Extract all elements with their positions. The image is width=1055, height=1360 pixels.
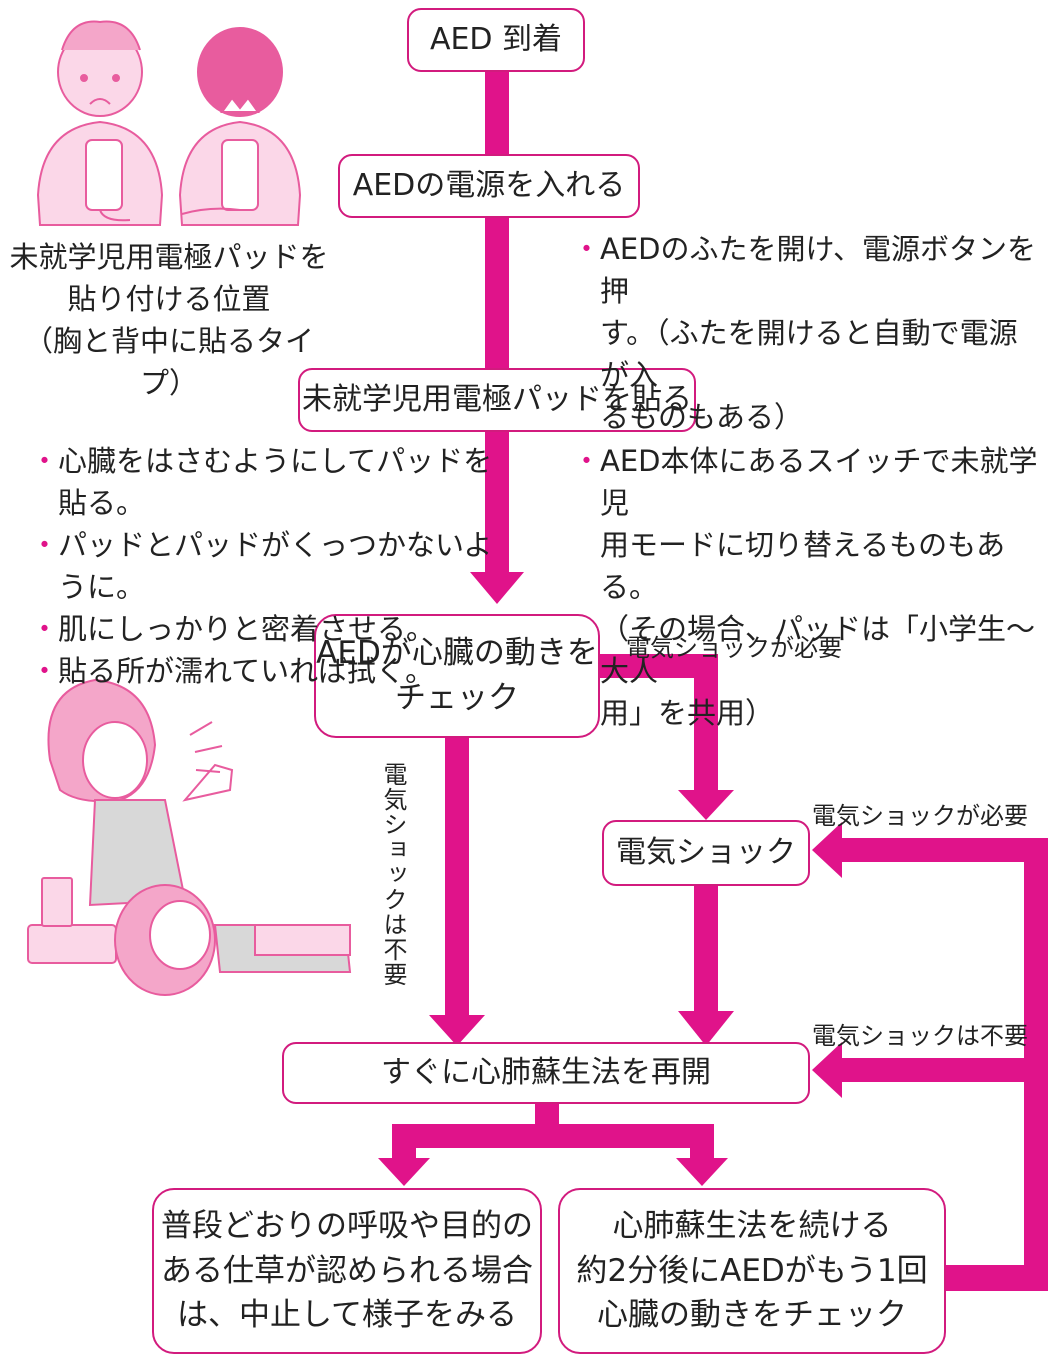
power-note-line-1: AEDのふたを開け、電源ボタンを押 — [572, 228, 1046, 312]
rescuer-with-aed-illustration — [27, 678, 352, 996]
split-right-shaft — [690, 1124, 714, 1162]
child-front-illustration — [36, 20, 164, 226]
pad-tip-item: 貼る所が濡れていれば拭く。 — [30, 650, 504, 692]
switch-note-line-4: 用」を共用） — [600, 696, 775, 731]
switch-note-line-2: 用モードに切り替えるものもある。 — [600, 528, 1006, 605]
front-pad-icon — [85, 139, 123, 211]
pad-tip-item: 心臓をはさむようにしてパッドを貼る。 — [30, 440, 504, 524]
loop-to-resume-bar — [838, 1058, 1048, 1082]
resume-cpr-box: すぐに心肺蘇生法を再開 — [282, 1042, 810, 1104]
split-left-shaft — [392, 1124, 416, 1162]
no-shock-arrow-head — [429, 1015, 485, 1046]
switch-note-line-1: AED本体にあるスイッチで未就学児 — [572, 440, 1046, 524]
split-left-head — [378, 1158, 430, 1186]
child-back-illustration — [178, 27, 302, 226]
shock-to-resume-arrow-shaft — [694, 885, 718, 1015]
switch-note-line-3: （その場合、パッドは「小学生～大人 — [600, 612, 1036, 689]
switch-note: AED本体にあるスイッチで未就学児 用モードに切り替えるものもある。 （その場合… — [572, 440, 1046, 734]
shock-needed-loop-label: 電気ショックが必要 — [812, 802, 1028, 830]
pad-position-caption: 未就学児用電極パッドを 貼り付ける位置 （胸と背中に貼るタイプ） — [9, 240, 329, 401]
loop-to-shock-bar — [838, 838, 1048, 862]
power-note-line-2: す。（ふたを開けると自動で電源が入 — [600, 316, 1018, 393]
split-bar — [392, 1124, 714, 1148]
pad-tips-list: 心臓をはさむようにしてパッドを貼る。 パッドとパッドがくっつかないように。 肌に… — [30, 440, 504, 692]
power-on-box: AEDの電源を入れる — [338, 154, 640, 218]
pad-tip-item: 肌にしっかりと密着させる。 — [30, 608, 504, 650]
attach-pad-box: 未就学児用電極パッドを貼る — [298, 368, 696, 432]
continue-cpr-box: 心肺蘇生法を続ける 約2分後にAEDがもう1回 心臓の動きをチェック — [558, 1188, 946, 1354]
shock-box: 電気ショック — [602, 820, 810, 886]
loop-to-resume-head — [812, 1042, 842, 1098]
power-note-line-3: るものもある） — [600, 400, 804, 435]
aed-arrive-box: AED 到着 — [407, 8, 585, 72]
back-pad-icon — [221, 139, 259, 211]
stop-observe-box: 普段どおりの呼吸や目的の ある仕草が認められる場合 は、中止して様子をみる — [152, 1188, 542, 1354]
no-shock-arrow-shaft — [445, 735, 469, 1020]
shock-needed-arrow-vertical — [694, 654, 718, 794]
split-right-head — [676, 1158, 728, 1186]
shock-needed-arrow-head — [678, 790, 734, 820]
flow-arrows — [378, 70, 1048, 1291]
shock-needed-label: 電気ショックが必要 — [626, 634, 842, 662]
power-note: AEDのふたを開け、電源ボタンを押 す。（ふたを開けると自動で電源が入 るものも… — [572, 228, 1046, 438]
pad-tip-item: パッドとパッドがくっつかないように。 — [30, 524, 504, 608]
shock-not-needed-vertical-label: 電気ショックは不要 — [379, 762, 407, 987]
loop-to-shock-head — [812, 822, 842, 878]
shock-not-needed-loop-label: 電気ショックは不要 — [812, 1022, 1028, 1050]
shock-to-resume-arrow-head — [678, 1011, 734, 1046]
